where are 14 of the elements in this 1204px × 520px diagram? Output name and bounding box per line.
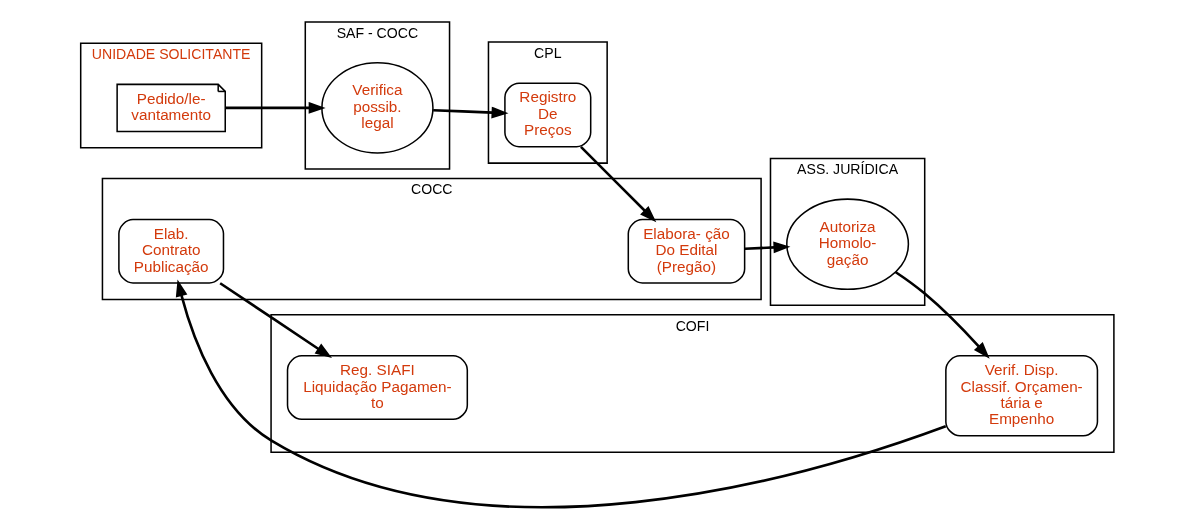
arrow bbox=[433, 106, 509, 119]
node-box: Verif. Disp. Classif. Orçamen- tária e Empenho bbox=[945, 355, 1099, 437]
arrow bbox=[225, 101, 326, 114]
node-box: Registro De Preços bbox=[504, 82, 592, 148]
arrow bbox=[219, 282, 332, 358]
arrow bbox=[175, 279, 947, 508]
node-ellipse: Autoriza Homolo- gação bbox=[786, 198, 910, 291]
arrow bbox=[744, 241, 791, 254]
node-box: Reg. SIAFI Liquidação Pagamen- to bbox=[286, 355, 469, 421]
node-box: Elabora- ção Do Edital (Pregão) bbox=[627, 218, 746, 284]
node-box: Elab. Contrato Publicação bbox=[118, 218, 225, 284]
arrow bbox=[580, 145, 657, 223]
node-ellipse: Verifica possib. legal bbox=[321, 62, 434, 154]
arrow bbox=[894, 270, 990, 359]
